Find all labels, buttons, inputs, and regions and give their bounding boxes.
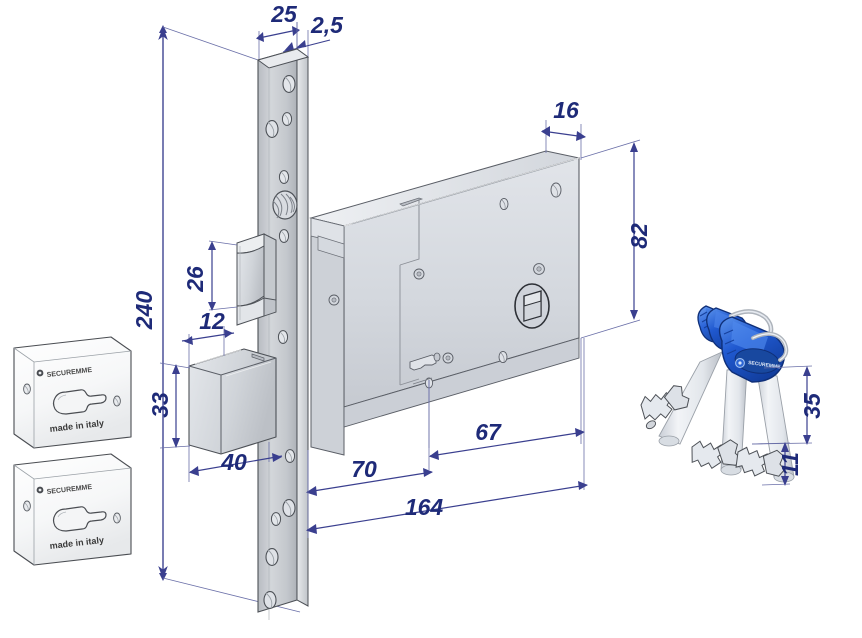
dimension-label-70: 70 bbox=[351, 456, 377, 482]
faceplate-holes bbox=[263, 75, 298, 609]
dimension-label-35: 35 bbox=[799, 392, 825, 419]
latch-bolt bbox=[236, 233, 277, 326]
key-heads: SECUREMME bbox=[697, 305, 789, 383]
dimension-67: 67 bbox=[428, 338, 585, 460]
key-brand-label: SECUREMME bbox=[748, 360, 782, 371]
dimension-label-12: 12 bbox=[199, 308, 225, 334]
dimension-label-40: 40 bbox=[220, 449, 247, 475]
key-set: SECUREMME bbox=[640, 305, 795, 483]
dimension-label-16: 16 bbox=[553, 97, 579, 123]
key-bits bbox=[640, 385, 786, 477]
escutcheon-plate-upper: SECUREMME made in italy bbox=[13, 336, 132, 449]
deadbolt bbox=[188, 348, 277, 455]
dimension-33: 33 bbox=[147, 362, 191, 449]
case-screw-holes bbox=[328, 182, 562, 389]
dimension-82: 82 bbox=[580, 139, 652, 339]
dimension-label-26: 26 bbox=[182, 266, 208, 293]
lock-faceplate bbox=[256, 48, 310, 620]
cam-opening bbox=[409, 352, 441, 385]
dimension-label-25: 25 bbox=[270, 1, 298, 27]
lock-case-body bbox=[309, 150, 580, 456]
dimension-label-33: 33 bbox=[147, 392, 173, 418]
dimension-12: 12 bbox=[181, 308, 235, 368]
dimension-35: 35 bbox=[751, 365, 825, 445]
dimension-label-240: 240 bbox=[131, 291, 157, 331]
dimension-240: 240 bbox=[131, 25, 301, 613]
escutcheon-plate-lower: SECUREMME made in italy bbox=[13, 453, 132, 566]
dimension-label-11: 11 bbox=[777, 452, 803, 476]
dimension-26: 26 bbox=[182, 240, 238, 311]
dimension-label-82: 82 bbox=[626, 223, 652, 249]
dimension-label-164: 164 bbox=[405, 494, 444, 520]
dimension-16: 16 bbox=[541, 97, 586, 160]
dimension-label-67: 67 bbox=[475, 419, 502, 445]
dimension-11: 11 bbox=[751, 442, 803, 486]
dimension-40: 40 bbox=[188, 442, 283, 482]
spindle-hub bbox=[514, 283, 550, 329]
dimension-label-2-5: 2,5 bbox=[310, 12, 344, 38]
dimension-164: 164 bbox=[306, 338, 588, 538]
dimension-2-5: 2,5 bbox=[282, 12, 344, 62]
